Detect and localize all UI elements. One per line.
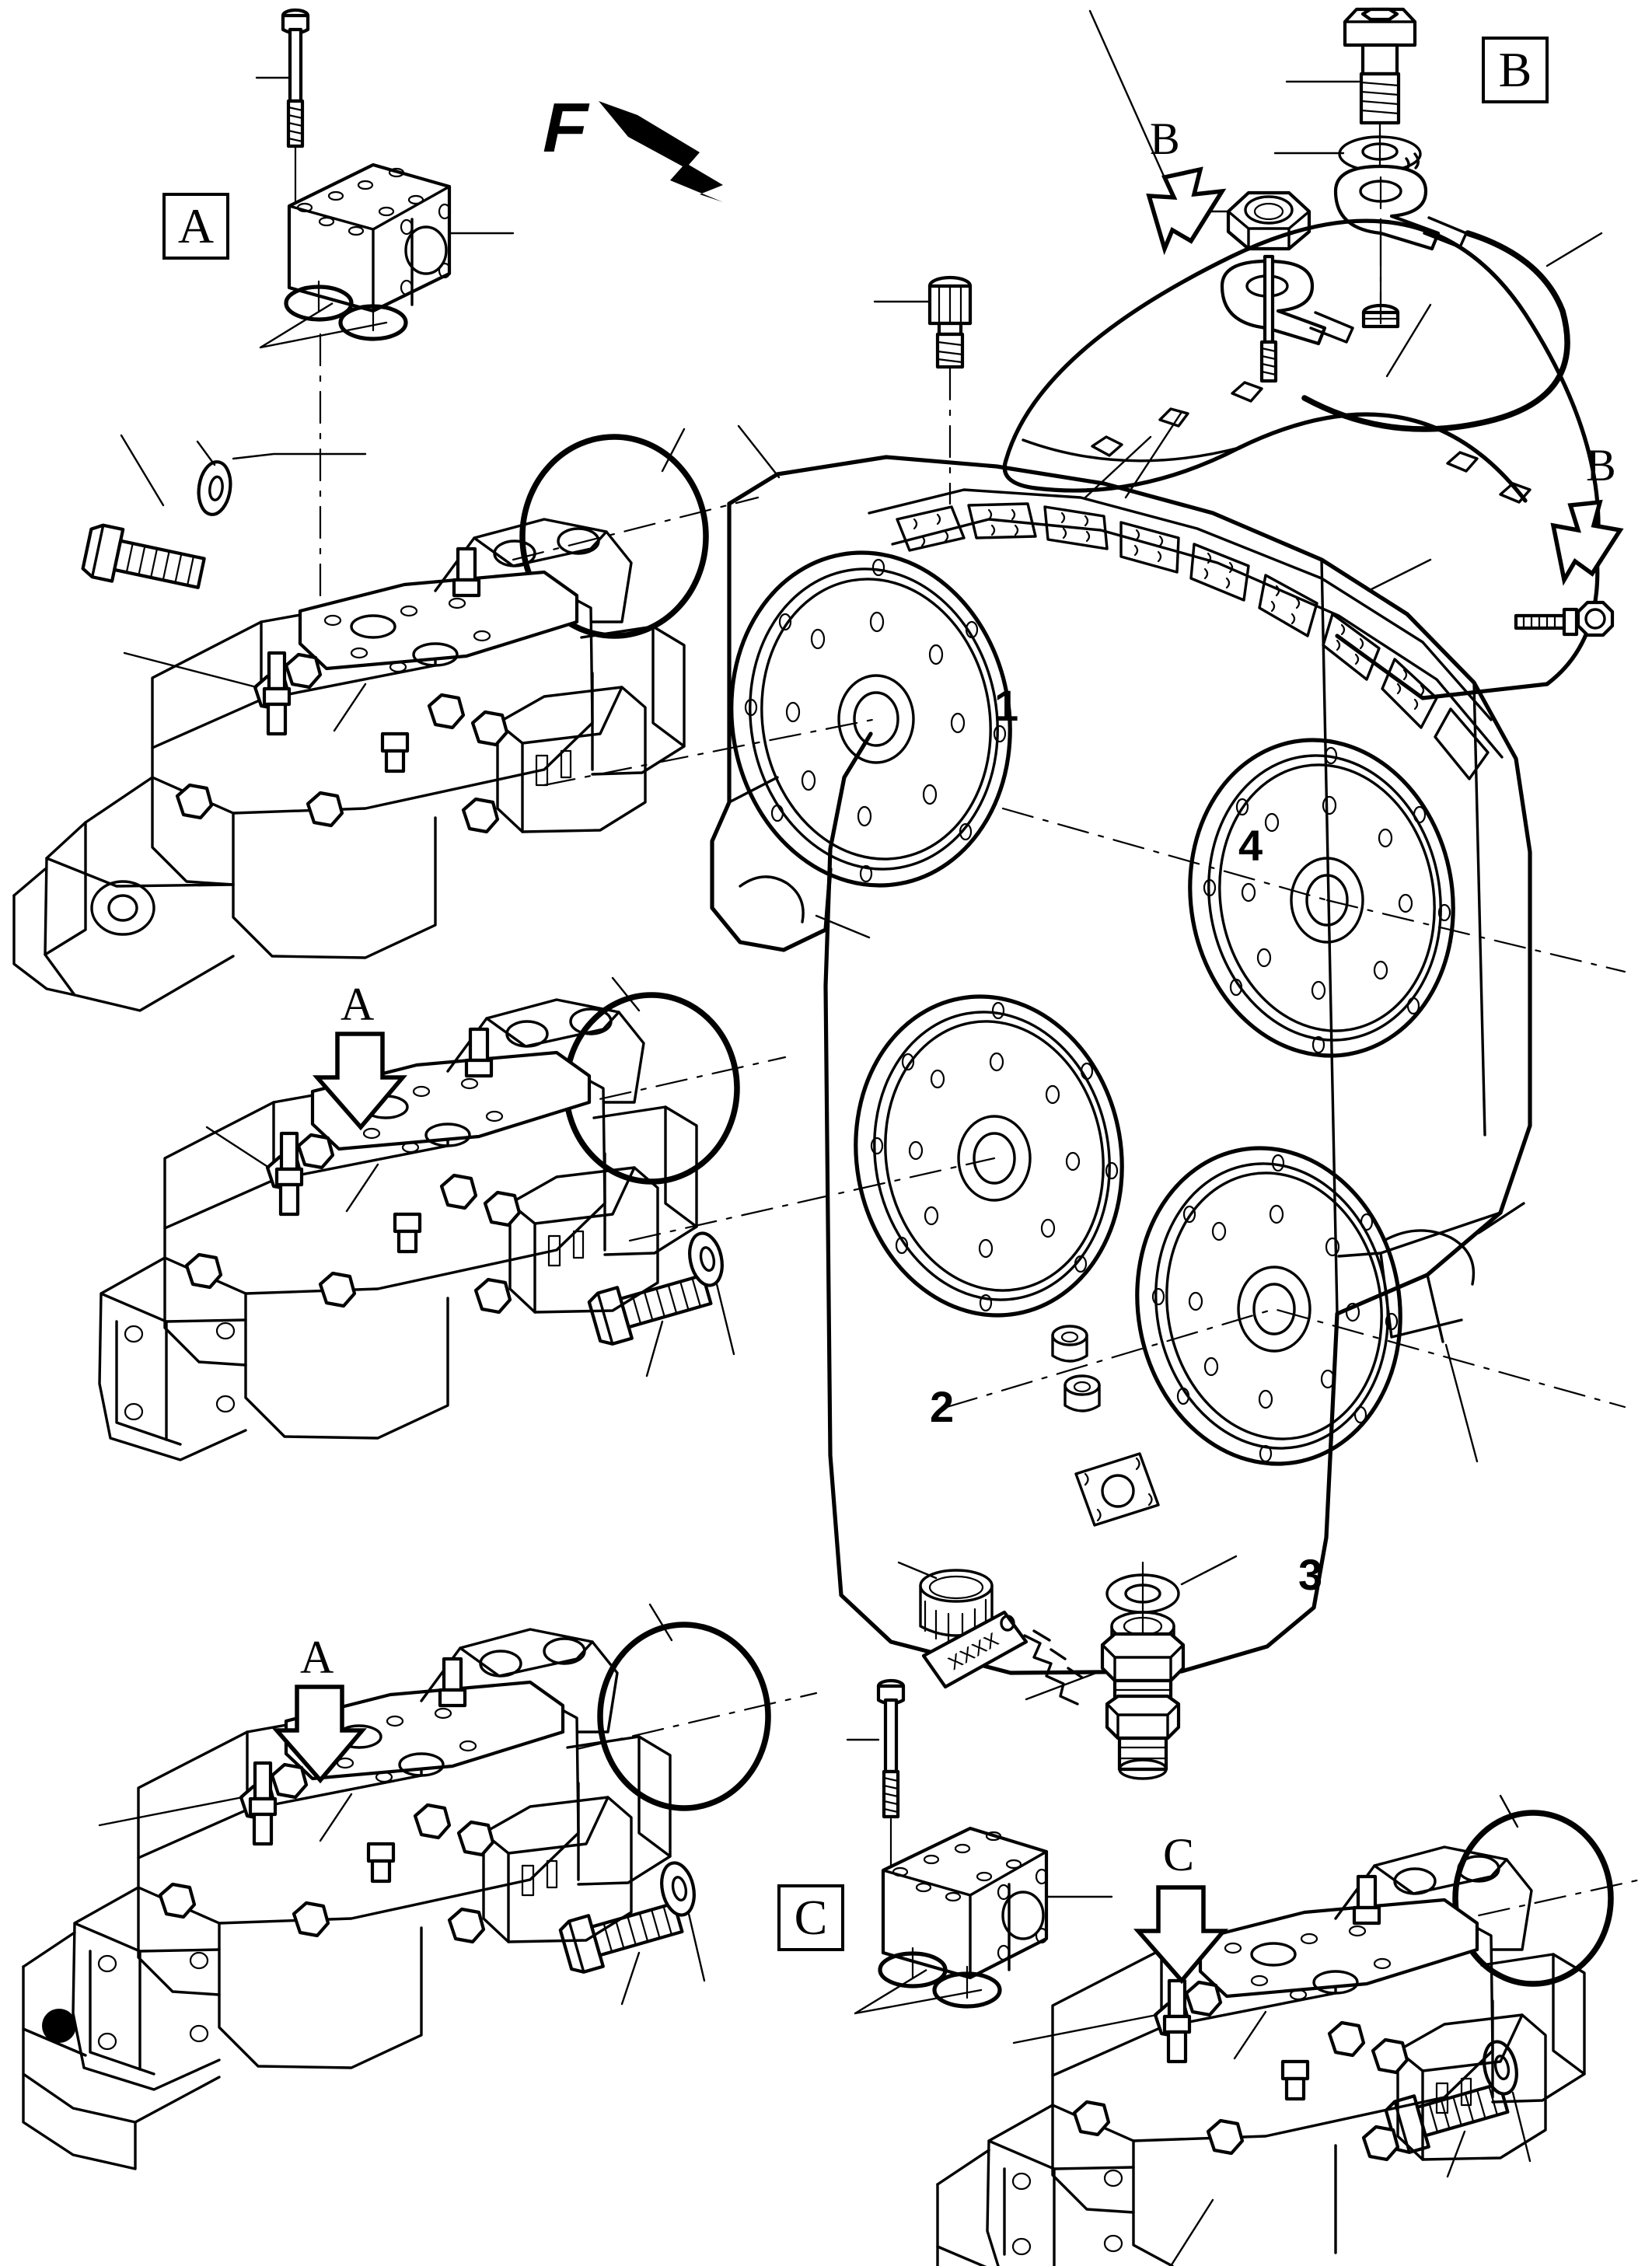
quick-release-coupler [1100, 1611, 1186, 1780]
ring-terminal-lower [1220, 259, 1354, 346]
forward-arrow-glyph [599, 101, 723, 202]
pump-assembly-bottom-right [936, 1794, 1642, 2266]
pump-pad-1 [729, 550, 1012, 888]
view-arrow-b-left [1146, 166, 1227, 256]
pump-pad-3 [1135, 1146, 1402, 1466]
boxed-callout-c: C [777, 1884, 844, 1951]
port-index-2: 2 [930, 1382, 955, 1431]
pump-assembly-middle-left [98, 976, 787, 1461]
pump-pad-4 [1188, 738, 1455, 1058]
pump-pad-2 [854, 994, 1124, 1318]
detail-c-assembly [846, 1555, 1238, 2015]
port-index-4: 4 [1238, 821, 1263, 870]
ring-terminal-upper [1333, 164, 1468, 251]
view-letter-c-bottom: C [1163, 1829, 1195, 1880]
view-arrow-c-bottom [1133, 1885, 1228, 1985]
detail-a-assembly [255, 10, 515, 616]
detail-b-assembly [1172, 7, 1603, 432]
breather-plug [927, 275, 973, 369]
port-index-3: 3 [1298, 1550, 1323, 1599]
pump-assembly-upper-left [12, 428, 760, 1012]
valve-block-c [881, 1826, 1049, 1980]
view-letter-a-middle: A [341, 979, 375, 1030]
boxed-callout-b: B [1482, 37, 1549, 103]
view-arrow-a-bottom [271, 1685, 367, 1784]
view-arrow-b-right [1550, 499, 1624, 586]
view-letter-b-left: B [1150, 113, 1180, 164]
transfer-case-housing [543, 275, 1626, 1675]
boxed-callout-b-label: B [1498, 42, 1532, 97]
view-arrow-a-middle [312, 1032, 407, 1131]
boxed-callout-a: A [162, 193, 229, 260]
view-letter-b-right: B [1586, 440, 1616, 491]
identification-tag [921, 1610, 1029, 1689]
boxed-callout-a-label: A [177, 198, 215, 253]
valve-block-a [287, 162, 452, 313]
port-index-1: 1 [994, 681, 1019, 730]
view-letter-a-bottom: A [300, 1632, 334, 1683]
pump-assembly-bottom-left [22, 1603, 818, 2170]
boxed-callout-c-label: C [794, 1890, 828, 1945]
belt-guard-cover [1002, 9, 1615, 700]
